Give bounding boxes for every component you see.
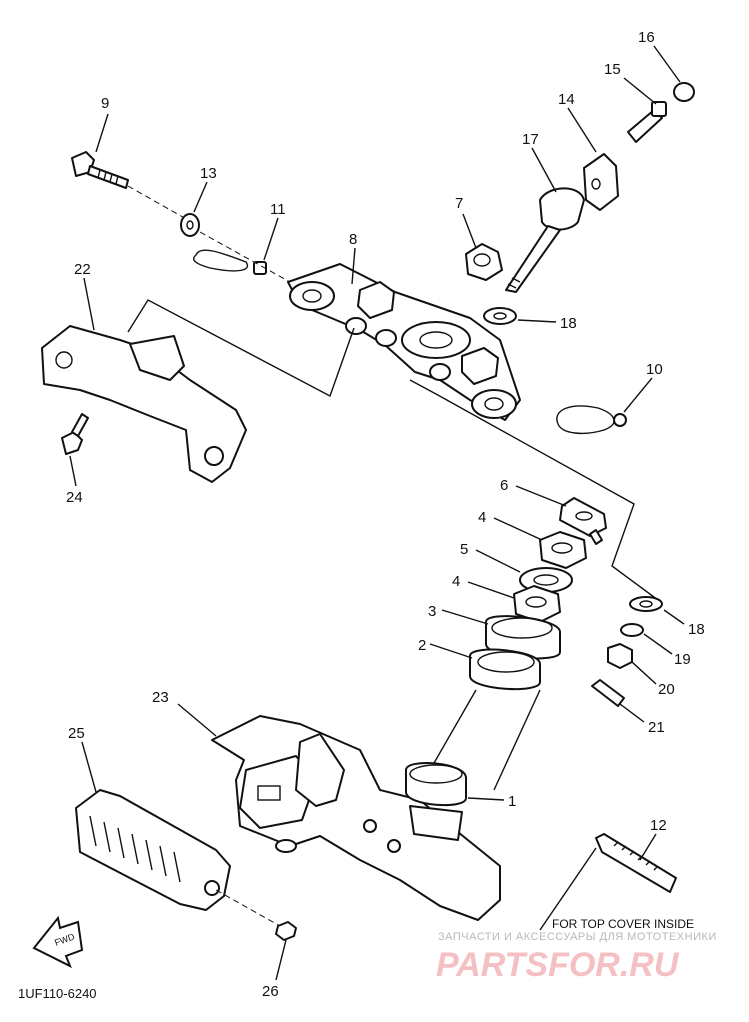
part-4-ring-nut-lower [513, 585, 561, 623]
callout-10: 10 [646, 361, 663, 378]
leader-9 [95, 113, 109, 153]
part-6-lock-washer [559, 497, 607, 545]
part-8-upper-bracket [287, 263, 521, 421]
part-22-cover [41, 325, 247, 483]
leader-21 [619, 703, 645, 723]
link-line-8-steering [409, 379, 659, 601]
leader-24 [69, 455, 77, 487]
part-10-clip [556, 405, 627, 435]
callout-13: 13 [200, 165, 217, 182]
part-3-dust-seal [485, 615, 561, 660]
part-23-lower-bracket [211, 715, 501, 921]
leader-14 [567, 107, 597, 153]
part-9-bolt [71, 151, 129, 189]
callout-20: 20 [658, 681, 675, 698]
watermark-line1: ЗАПЧАСТИ И АКСЕССУАРЫ ДЛЯ МОТОТЕХНИКИ [438, 931, 717, 943]
leader-8 [351, 247, 356, 285]
part-13-washer [180, 213, 200, 237]
leader-4a [493, 517, 543, 541]
leader-23 [177, 703, 217, 737]
leader-25 [81, 741, 97, 793]
part-26-screw [275, 921, 297, 941]
part-12-band [595, 833, 677, 893]
part-18-washer-upper [483, 307, 517, 325]
leader-7 [462, 213, 477, 249]
leader-10 [623, 377, 653, 413]
callout-1: 1 [508, 793, 516, 810]
leader-13 [193, 181, 208, 213]
callout-7: 7 [455, 195, 463, 212]
leader-17 [531, 147, 557, 193]
part-20-nut [607, 643, 633, 669]
part-1-bearing [405, 762, 467, 841]
callout-4a: 4 [478, 509, 486, 526]
leader-13-8 [199, 231, 291, 283]
part-16-cap [673, 82, 695, 102]
part-21-bolt [591, 679, 625, 707]
callout-22: 22 [74, 261, 91, 278]
leader-4b [467, 581, 515, 599]
part-14-upper-holder [583, 153, 619, 211]
callout-labels: 9 13 11 8 7 17 14 15 16 22 18 10 24 6 4 … [66, 29, 705, 1000]
leader-3 [441, 609, 489, 625]
callout-17: 17 [522, 131, 539, 148]
callout-21: 21 [648, 719, 665, 736]
callout-8: 8 [349, 231, 357, 248]
leader-2 [429, 643, 473, 659]
callout-4b: 4 [452, 573, 460, 590]
part-24-bolt [61, 413, 89, 455]
callout-3: 3 [428, 603, 436, 620]
callout-11: 11 [270, 201, 286, 218]
link-line-22-8 [127, 299, 355, 397]
leader-note-12 [539, 847, 597, 931]
leader-20 [631, 661, 657, 685]
leader-26 [275, 939, 287, 981]
callout-6: 6 [500, 477, 508, 494]
callout-18a: 18 [560, 315, 577, 332]
fwd-arrow-icon: FWD [32, 915, 84, 969]
leader-25-26 [215, 889, 281, 927]
leader-12 [639, 833, 657, 861]
leader-19 [643, 633, 673, 655]
watermark-logo: PARTSFOR.RU [436, 946, 680, 984]
callout-2: 2 [418, 637, 426, 654]
part-7-cap-nut [465, 243, 503, 281]
leader-22 [83, 277, 95, 331]
top-cover-note: FOR TOP COVER INSIDE [552, 917, 694, 931]
callout-14: 14 [558, 91, 575, 108]
callout-19: 19 [674, 651, 691, 668]
part-19-lock-washer [620, 623, 644, 637]
callout-18b: 18 [688, 621, 705, 638]
leader-15 [623, 77, 657, 105]
diagram-code: 1UF110-6240 [18, 986, 97, 1001]
part-2-bearing [469, 648, 541, 691]
leader-18a [517, 319, 557, 323]
leader-16 [653, 45, 681, 83]
callout-16: 16 [638, 29, 655, 46]
callout-23: 23 [152, 689, 169, 706]
callout-24: 24 [66, 489, 83, 506]
part-18-washer-lower [629, 596, 663, 612]
stem-shaft-line [429, 689, 541, 791]
part-15-bolt [627, 101, 667, 143]
part-17-handlebar-holder [505, 187, 585, 293]
callout-25: 25 [68, 725, 85, 742]
callout-9: 9 [101, 95, 109, 112]
callout-5: 5 [460, 541, 468, 558]
leader-1 [467, 797, 505, 801]
leader-9-13 [127, 185, 189, 221]
callout-15: 15 [604, 61, 621, 78]
leader-11 [263, 217, 279, 261]
leader-5 [475, 549, 521, 573]
part-4-ring-nut-upper [539, 531, 587, 569]
part-25-lower-cover [75, 789, 231, 911]
leader-18b [663, 609, 685, 625]
callout-26: 26 [262, 983, 279, 1000]
part-11-clip [193, 249, 267, 275]
callout-12: 12 [650, 817, 667, 834]
leader-6 [515, 485, 567, 507]
